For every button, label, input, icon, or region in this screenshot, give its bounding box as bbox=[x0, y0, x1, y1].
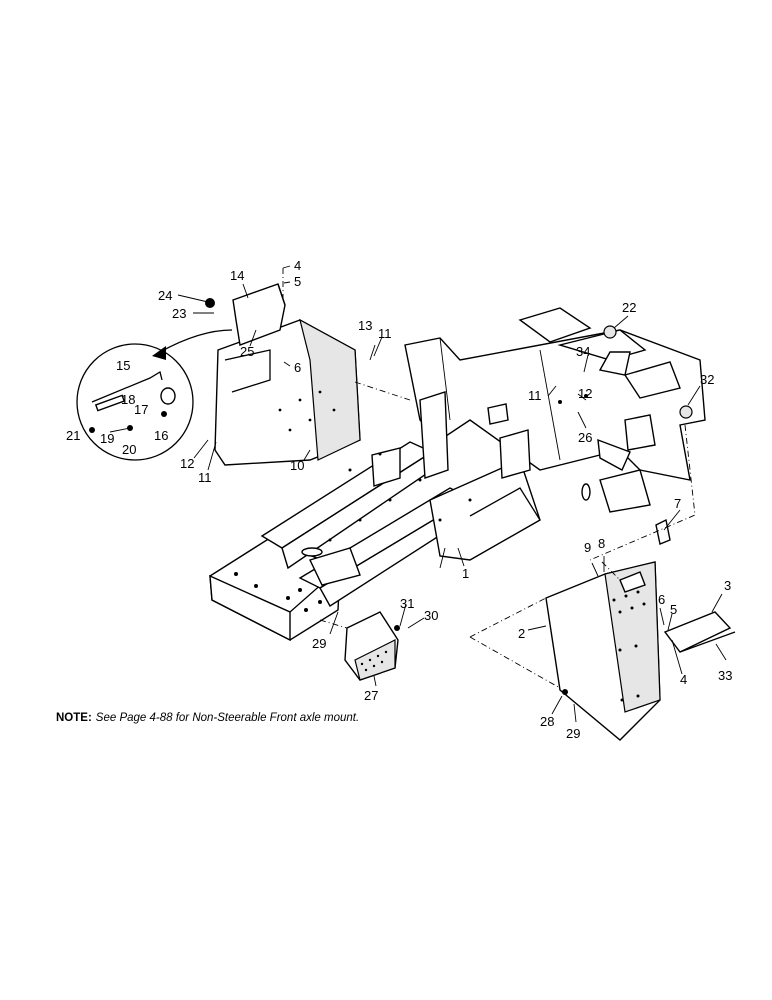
callout-27: 27 bbox=[364, 688, 378, 703]
callout-22: 22 bbox=[622, 300, 636, 315]
callout-5: 5 bbox=[670, 602, 677, 617]
step-trim bbox=[663, 611, 736, 653]
right-fender bbox=[545, 561, 661, 741]
callout-23: 23 bbox=[172, 306, 186, 321]
callout-25: 25 bbox=[240, 344, 254, 359]
callout-3: 3 bbox=[724, 578, 731, 593]
callout-29: 29 bbox=[312, 636, 326, 651]
callout-31: 31 bbox=[400, 596, 414, 611]
callout-18: 18 bbox=[121, 392, 135, 407]
callout-17: 17 bbox=[134, 402, 148, 417]
callout-2: 2 bbox=[518, 626, 525, 641]
callout-8: 8 bbox=[598, 536, 605, 551]
callout-12: 12 bbox=[180, 456, 194, 471]
callout-13: 13 bbox=[358, 318, 372, 333]
callout-34: 34 bbox=[576, 344, 590, 359]
callout-9: 9 bbox=[584, 540, 591, 555]
callout-20: 20 bbox=[122, 442, 136, 457]
main-frame bbox=[209, 307, 706, 642]
callout-32: 32 bbox=[700, 372, 714, 387]
front-step bbox=[344, 611, 399, 681]
callout-28: 28 bbox=[540, 714, 554, 729]
callout-29: 29 bbox=[566, 726, 580, 741]
callout-labels: 4 5 14 24 23 25 6 13 11 15 18 17 21 19 1… bbox=[66, 258, 732, 741]
callout-11: 11 bbox=[528, 388, 542, 403]
callout-5: 5 bbox=[294, 274, 301, 289]
detail-inset bbox=[76, 329, 233, 461]
callout-30: 30 bbox=[424, 608, 438, 623]
callout-7: 7 bbox=[674, 496, 681, 511]
callout-4: 4 bbox=[680, 672, 687, 687]
callout-21: 21 bbox=[66, 428, 80, 443]
left-fender bbox=[214, 318, 361, 466]
callout-15: 15 bbox=[116, 358, 130, 373]
callout-11: 11 bbox=[378, 326, 392, 341]
mount-bracket bbox=[232, 283, 286, 346]
callout-26: 26 bbox=[578, 430, 592, 445]
callout-4: 4 bbox=[294, 258, 301, 273]
callout-16: 16 bbox=[154, 428, 168, 443]
callout-14: 14 bbox=[230, 268, 244, 283]
callout-33: 33 bbox=[718, 668, 732, 683]
callout-6: 6 bbox=[658, 592, 665, 607]
note-text: See Page 4-88 for Non-Steerable Front ax… bbox=[95, 712, 360, 724]
callout-10: 10 bbox=[290, 458, 304, 473]
callout-1: 1 bbox=[462, 566, 469, 581]
callout-19: 19 bbox=[100, 431, 114, 446]
footnote: NOTE:See Page 4-88 for Non-Steerable Fro… bbox=[56, 712, 359, 724]
hardware bbox=[205, 298, 693, 695]
callout-12: 12 bbox=[578, 386, 592, 401]
note-label: NOTE: bbox=[56, 712, 92, 724]
callout-24: 24 bbox=[158, 288, 172, 303]
callout-11: 11 bbox=[198, 470, 212, 485]
callout-6: 6 bbox=[294, 360, 301, 375]
